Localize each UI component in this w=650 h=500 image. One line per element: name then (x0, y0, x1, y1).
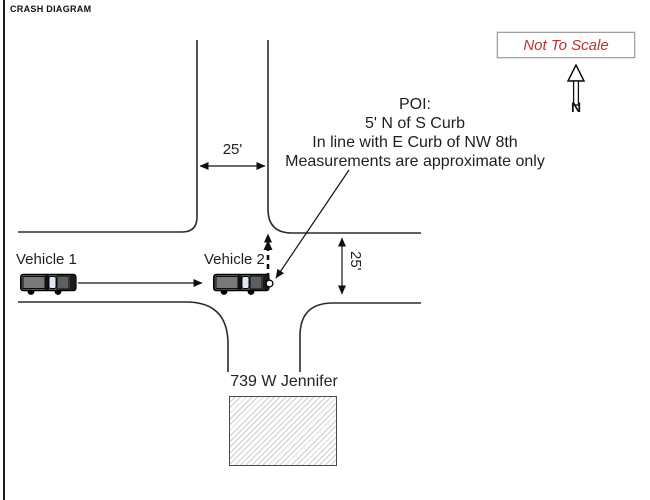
dimension-label-north-road-width: 25' (222, 141, 243, 158)
poi-note-line: In line with E Curb of NW 8th (312, 134, 518, 151)
vehicle2-label: Vehicle 2 (204, 251, 265, 268)
north-arrow-head (566, 64, 586, 82)
poi-note-line: POI: (398, 96, 431, 113)
north-arrow-icon (566, 64, 586, 106)
north-arrow-shaft (572, 80, 580, 106)
dimension-label-east-road-width: 25' (347, 251, 364, 271)
poi-marker-icon (265, 279, 274, 288)
road-edge-nw8th-west (18, 40, 198, 233)
building-address-label: 739 W Jennifer (230, 373, 338, 390)
poi-leader-line (275, 169, 350, 279)
page-left-border (3, 0, 5, 500)
road-edge-jennifer-southwest (18, 301, 229, 372)
road-lines (18, 40, 421, 372)
poi-note-line: Measurements are approximate only (285, 153, 545, 170)
vehicle2-path-arrowhead (263, 240, 273, 250)
poi-note: POI: 5' N of S Curb In line with E Curb … (270, 95, 560, 171)
north-label: N (570, 99, 582, 115)
vehicle2-icon (213, 273, 270, 296)
not-to-scale-box: Not To Scale (497, 32, 635, 58)
road-edge-jennifer-southeast (299, 302, 421, 372)
vehicle1-label: Vehicle 1 (16, 251, 77, 268)
building-footprint (229, 396, 337, 466)
vehicle1-icon (19, 273, 77, 296)
not-to-scale-label: Not To Scale (523, 36, 609, 54)
poi-note-line: 5' N of S Curb (365, 115, 465, 132)
page-title: CRASH DIAGRAM (10, 4, 92, 14)
